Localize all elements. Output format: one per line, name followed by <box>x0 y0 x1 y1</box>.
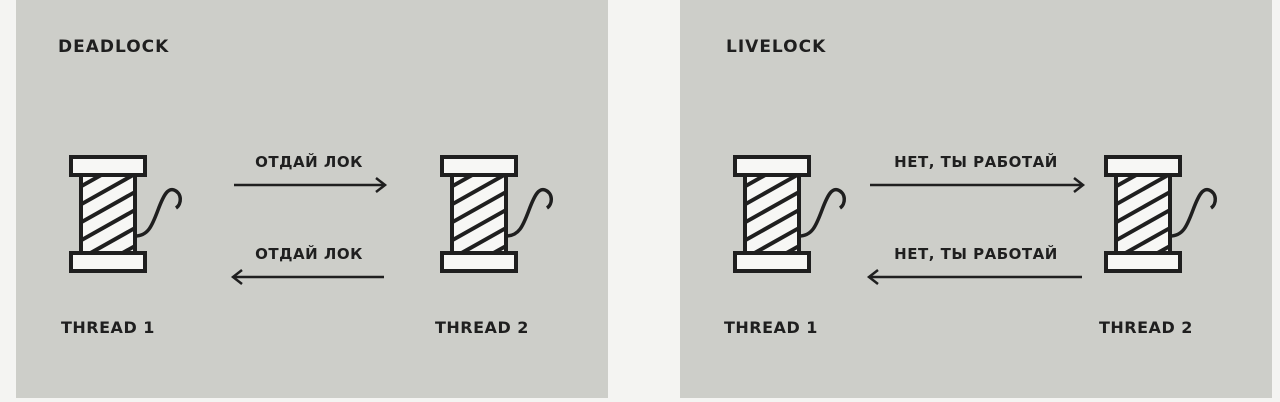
spool-of-thread-icon <box>440 155 553 273</box>
thread-2-label: THREAD 2 <box>435 318 529 337</box>
livelock-diagram <box>733 155 1217 285</box>
thread-2-label: THREAD 2 <box>1099 318 1193 337</box>
message-top-label: НЕТ, ТЫ РАБОТАЙ <box>894 153 1058 171</box>
panel-title: LIVELOCK <box>726 37 827 57</box>
message-bottom-label: ОТДАЙ ЛОК <box>255 245 363 263</box>
deadlock-panel: DEADLOCK ОТДАЙ ЛОК ОТДАЙ ЛОК THREAD 1 TH… <box>16 0 608 398</box>
message-bottom-label: НЕТ, ТЫ РАБОТАЙ <box>894 245 1058 263</box>
deadlock-diagram <box>69 155 553 285</box>
thread-1-label: THREAD 1 <box>61 318 155 337</box>
spool-of-thread-icon <box>733 155 846 273</box>
arrow-left-icon <box>866 269 1082 285</box>
spool-of-thread-icon <box>1104 155 1217 273</box>
livelock-panel: LIVELOCK НЕТ, ТЫ РАБОТАЙ НЕТ, ТЫ РАБОТАЙ… <box>680 0 1272 398</box>
panel-title: DEADLOCK <box>58 37 170 57</box>
thread-1-label: THREAD 1 <box>724 318 818 337</box>
spool-of-thread-icon <box>69 155 182 273</box>
message-top-label: ОТДАЙ ЛОК <box>255 153 363 171</box>
arrow-left-icon <box>230 269 384 285</box>
arrow-right-icon <box>234 177 388 193</box>
arrow-right-icon <box>870 177 1086 193</box>
